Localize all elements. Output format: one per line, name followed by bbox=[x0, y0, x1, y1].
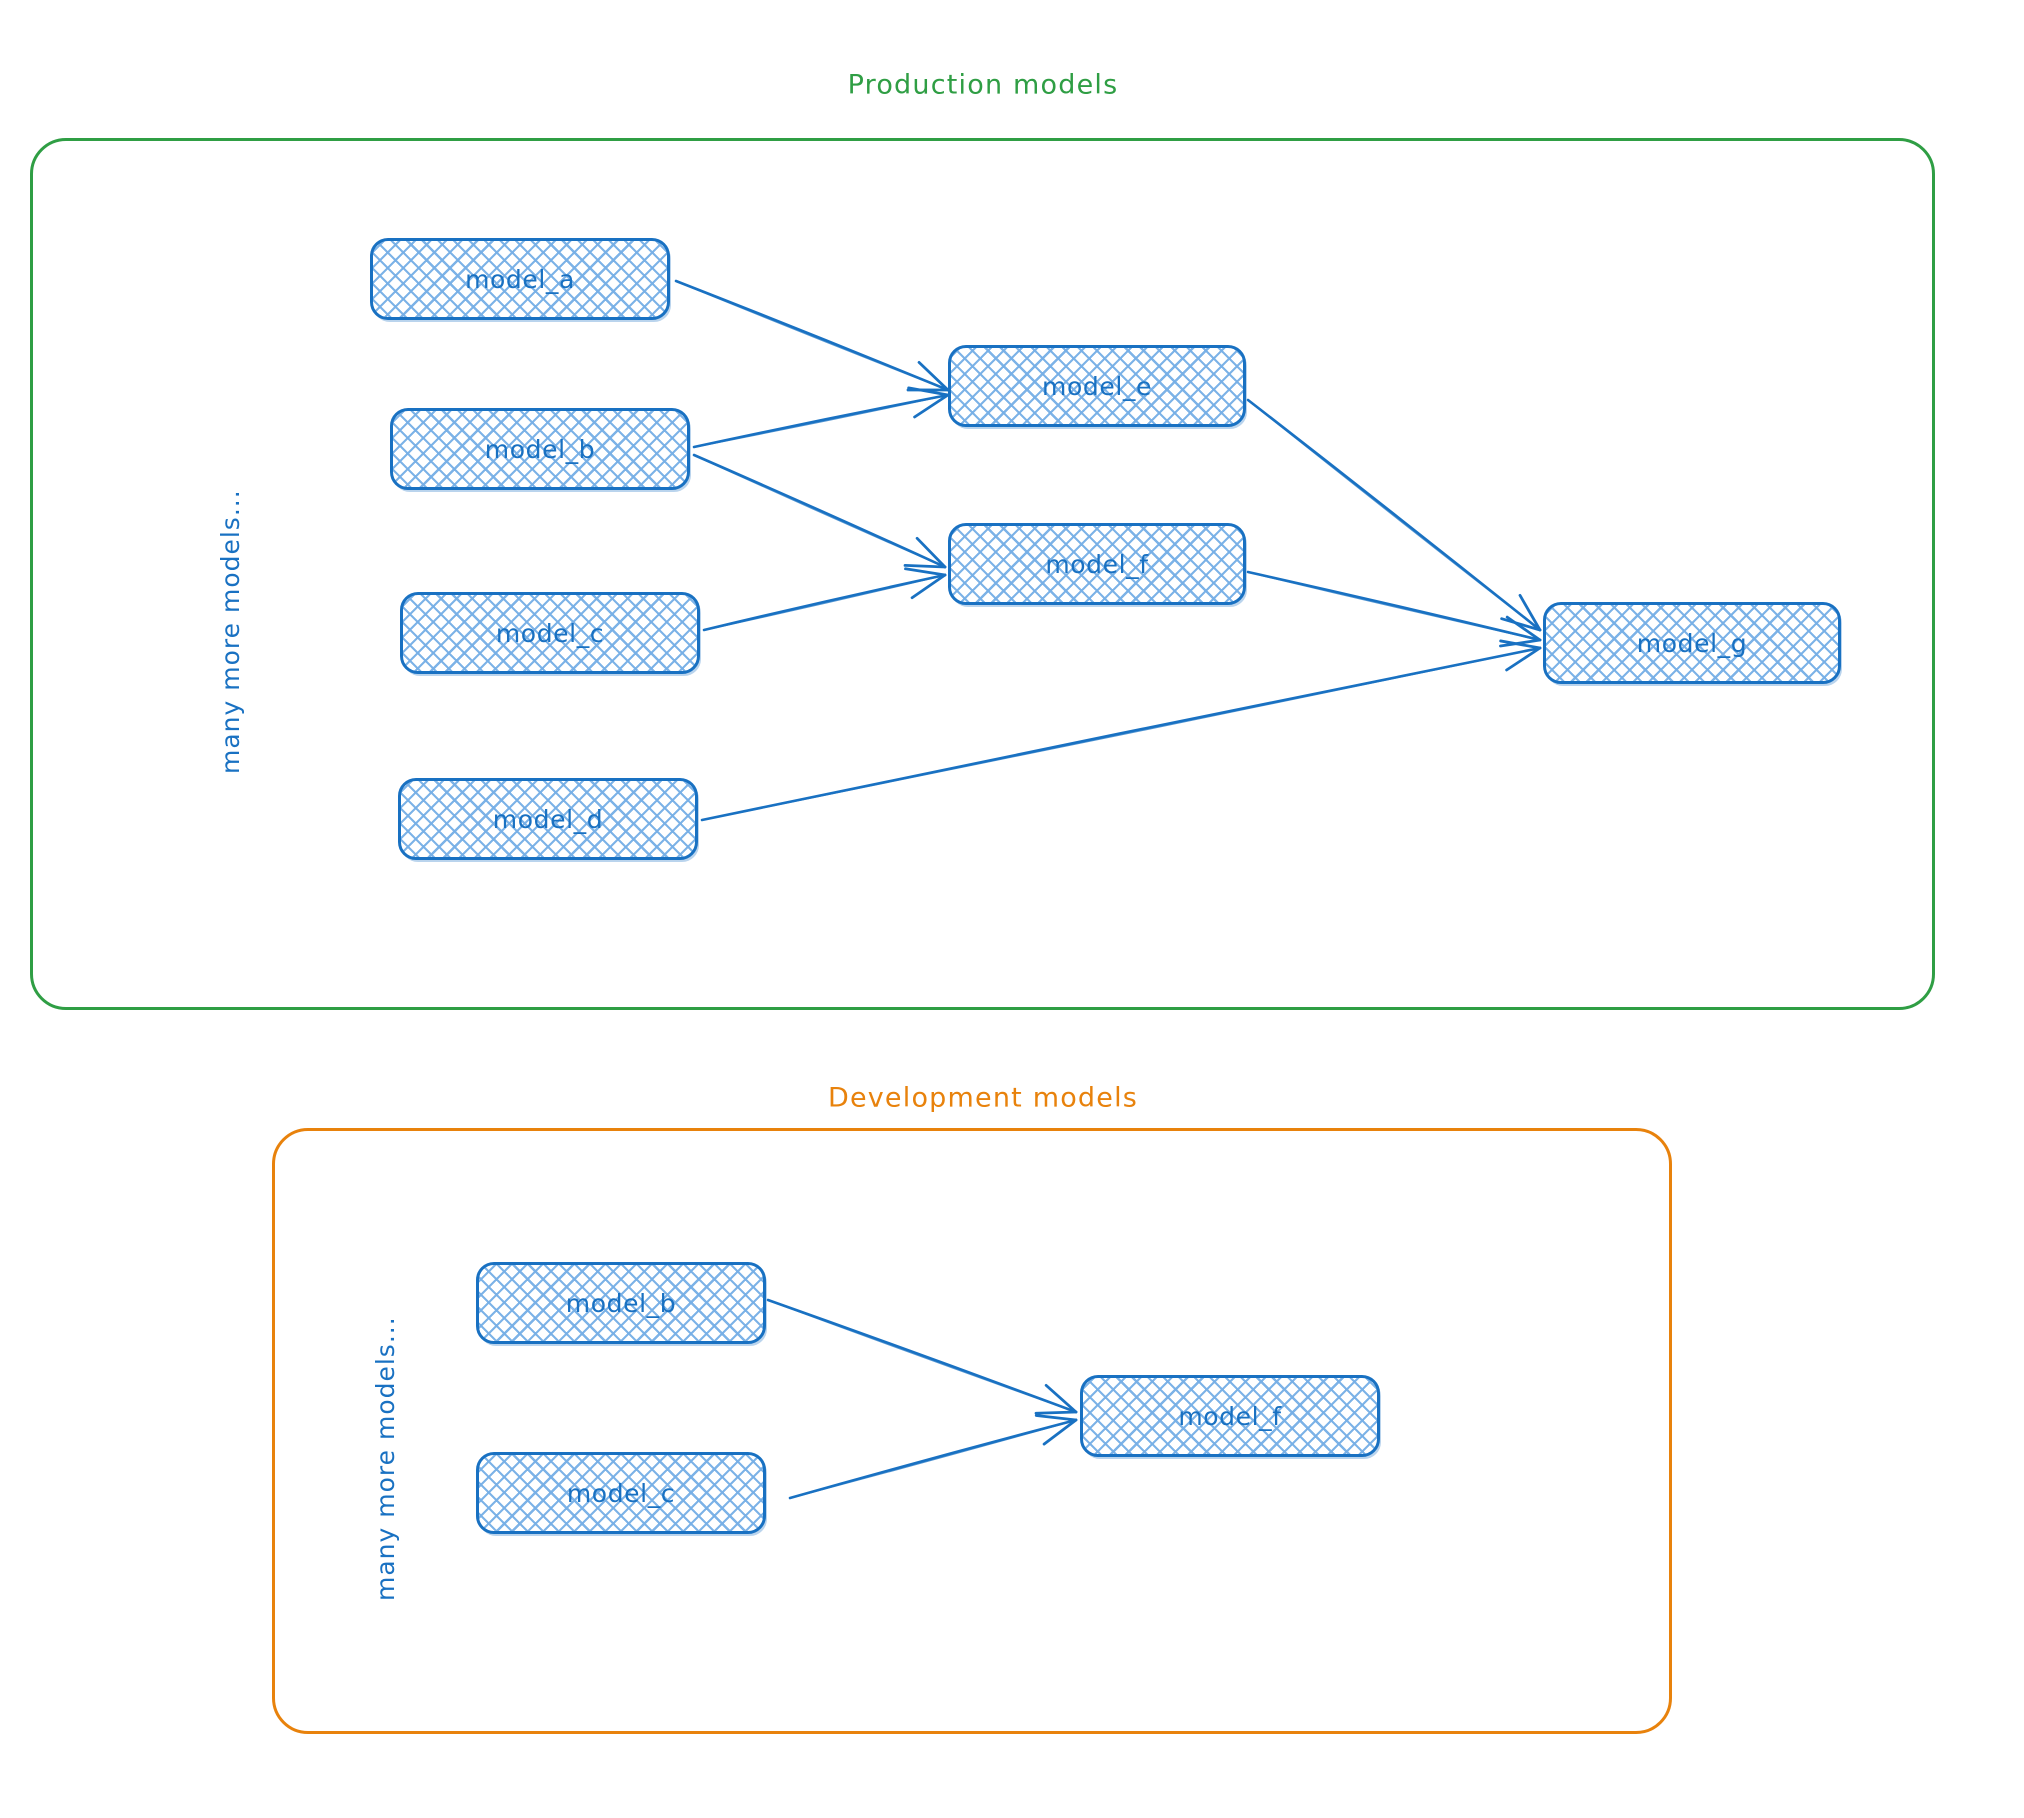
node-label: model_b bbox=[565, 1288, 677, 1318]
node-label: model_f bbox=[1045, 549, 1149, 579]
node-prod_model_b[interactable]: model_b bbox=[390, 408, 690, 490]
production-many-more-models-label: many more models... bbox=[216, 489, 245, 774]
node-prod_model_e[interactable]: model_e bbox=[948, 345, 1246, 427]
node-dev_model_f[interactable]: model_f bbox=[1080, 1375, 1380, 1457]
development-many-more-models-label: many more models... bbox=[371, 1316, 400, 1601]
node-label: model_e bbox=[1042, 371, 1152, 401]
node-label: model_b bbox=[484, 434, 596, 464]
node-prod_model_d[interactable]: model_d bbox=[398, 778, 698, 860]
node-label: model_c bbox=[495, 618, 605, 648]
node-label: model_f bbox=[1178, 1401, 1282, 1431]
node-label: model_g bbox=[1636, 628, 1748, 658]
node-prod_model_g[interactable]: model_g bbox=[1543, 602, 1841, 684]
node-prod_model_c[interactable]: model_c bbox=[400, 592, 700, 674]
production-group-title: Production models bbox=[847, 69, 1119, 101]
development-group-frame bbox=[272, 1128, 1672, 1734]
node-label: model_d bbox=[492, 804, 604, 834]
development-group-title: Development models bbox=[827, 1082, 1139, 1114]
production-group-frame bbox=[30, 138, 1935, 1010]
node-dev_model_c[interactable]: model_c bbox=[476, 1452, 766, 1534]
node-label: model_c bbox=[566, 1478, 676, 1508]
node-prod_model_f[interactable]: model_f bbox=[948, 523, 1246, 605]
node-label: model_a bbox=[465, 264, 575, 294]
node-dev_model_b[interactable]: model_b bbox=[476, 1262, 766, 1344]
node-prod_model_a[interactable]: model_a bbox=[370, 238, 670, 320]
